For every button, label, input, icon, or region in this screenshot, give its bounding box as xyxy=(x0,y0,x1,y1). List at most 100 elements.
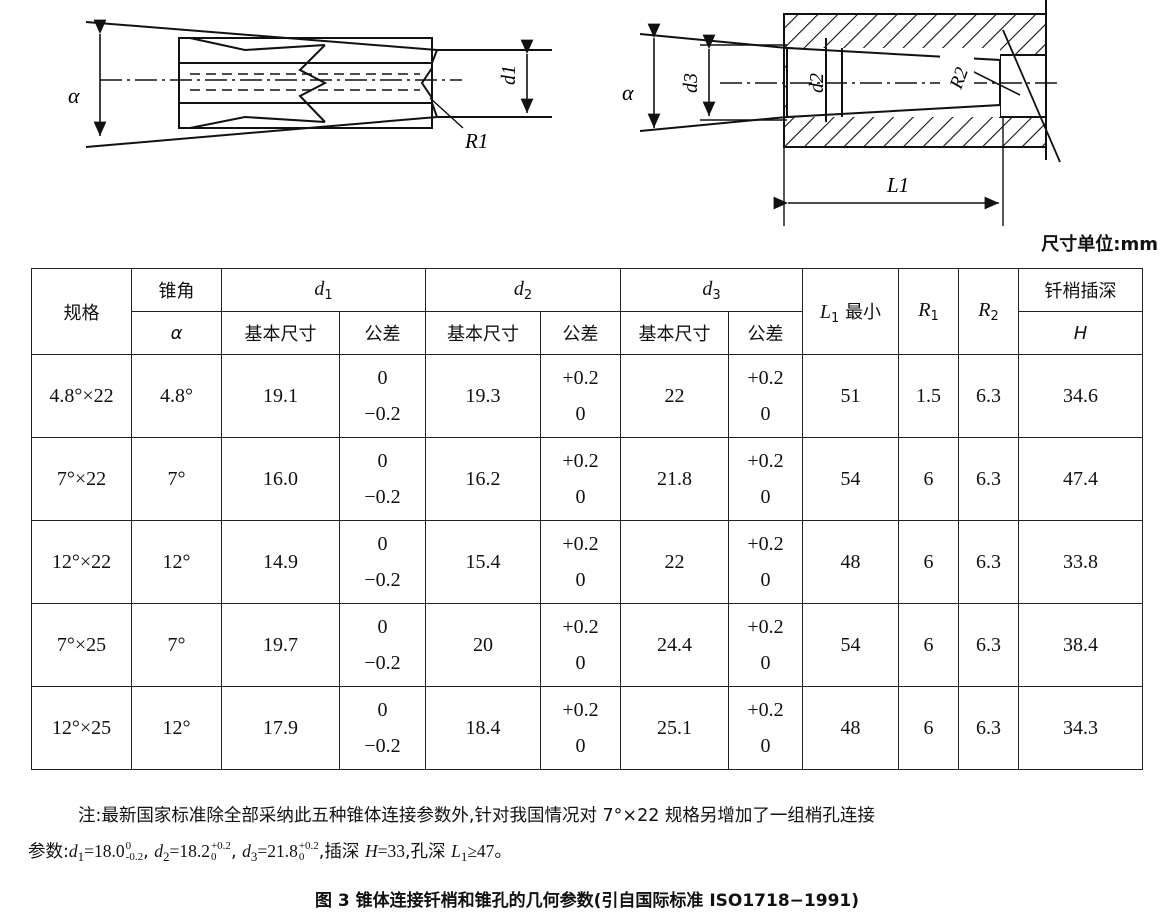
cell-alpha: 7° xyxy=(131,603,222,687)
tolerance-up: 0 xyxy=(377,367,388,389)
tolerance-low: −0.2 xyxy=(364,652,401,674)
tolerance-up: +0.2 xyxy=(747,616,784,638)
header-d1-sub: 1 xyxy=(324,287,333,303)
cell-r2: 6.3 xyxy=(958,603,1019,687)
cell-d2: 20 xyxy=(425,603,541,687)
cell-alpha: 12° xyxy=(131,686,222,770)
header-l1-sub: 1 xyxy=(831,310,840,326)
technical-drawing: α d1 R1 α d3 d2 R2 L1 xyxy=(68,0,1061,226)
cell-d1: 19.1 xyxy=(221,354,340,438)
cell-d1-tol: 0−0.2 xyxy=(339,354,426,438)
cell-r1: 1.5 xyxy=(898,354,959,438)
note-d2-label: d xyxy=(154,841,163,861)
cell-r1: 6 xyxy=(898,437,959,521)
header-r1: R1 xyxy=(898,268,959,355)
note-hole-text: ,孔深 xyxy=(404,842,452,862)
tolerance-pair: +0.2 0 xyxy=(729,609,802,681)
note-line-1: 注:最新国家标准除全部采纳此五种锥体连接参数外,针对我国情况对 7°×22 规格… xyxy=(78,806,875,826)
cell-r1: 6 xyxy=(898,603,959,687)
cell-h: 34.6 xyxy=(1018,354,1143,438)
tolerance-up: +0.2 xyxy=(562,367,599,389)
note-d2-sub: 2 xyxy=(162,849,170,864)
cell-h: 34.3 xyxy=(1018,686,1143,770)
tolerance-low: −0.2 xyxy=(364,735,401,757)
tolerance-up: 0 xyxy=(377,533,388,555)
cell-d3: 24.4 xyxy=(620,603,729,687)
header-r2-sub: 2 xyxy=(990,309,999,324)
header-d1: d1 xyxy=(221,268,426,312)
tolerance-low: 0 xyxy=(760,735,771,757)
tolerance-low: 0 xyxy=(760,569,771,591)
note-d3-tol-up: +0.2 xyxy=(298,840,319,852)
note-d2-tol-up: +0.2 xyxy=(210,840,231,852)
tolerance-low: 0 xyxy=(760,652,771,674)
cell-d1: 16.0 xyxy=(221,437,340,521)
tolerance-up: 0 xyxy=(377,616,388,638)
note-l-sub: 1 xyxy=(460,849,468,864)
cell-l1: 51 xyxy=(802,354,899,438)
header-r1-sub: 1 xyxy=(930,309,939,324)
cell-l1: 54 xyxy=(802,437,899,521)
header-d2: d2 xyxy=(425,268,621,312)
r2-label-bg xyxy=(940,52,974,94)
tolerance-low: −0.2 xyxy=(364,569,401,591)
d1-label: d1 xyxy=(498,65,520,85)
cell-d3: 22 xyxy=(620,354,729,438)
header-r2-letter: R xyxy=(978,299,991,321)
tolerance-up: +0.2 xyxy=(562,450,599,472)
cell-d1-tol: 0 −0.2 xyxy=(339,603,426,687)
cell-h: 38.4 xyxy=(1018,603,1143,687)
tolerance-pair: 0 −0.2 xyxy=(340,526,425,598)
cell-spec: 12°×25 xyxy=(31,686,132,770)
header-d3-tol: 公差 xyxy=(728,311,803,355)
header-spec: 规格 xyxy=(31,268,132,355)
cell-h: 47.4 xyxy=(1018,437,1143,521)
note-d1-tol: 0-0.2 xyxy=(126,841,143,863)
tolerance-up: +0.2 xyxy=(562,616,599,638)
tolerance-up: 0 xyxy=(377,450,388,472)
socket-drawing xyxy=(639,0,1061,226)
cell-d1: 14.9 xyxy=(221,520,340,604)
note-d1-label: d xyxy=(68,841,78,861)
tolerance-up: +0.2 xyxy=(562,533,599,555)
cell-d3: 25.1 xyxy=(620,686,729,770)
header-l1-text: 最小 xyxy=(845,301,882,323)
note-l-label: L xyxy=(451,841,461,861)
tolerance-up: +0.2 xyxy=(747,450,784,472)
note-d3-label: d xyxy=(242,841,251,861)
cell-alpha: 4.8° xyxy=(131,354,222,438)
header-l1-letter: L xyxy=(819,300,832,323)
header-alpha: α xyxy=(131,311,222,355)
cell-d2: 16.2 xyxy=(425,437,541,521)
units-label: 尺寸单位:mm xyxy=(1041,234,1158,255)
d3-label: d3 xyxy=(680,73,702,93)
header-d1-tol: 公差 xyxy=(339,311,426,355)
tolerance-low: 0 xyxy=(760,486,771,508)
cell-d2: 15.4 xyxy=(425,520,541,604)
note-insert-text: ,插深 xyxy=(318,842,365,862)
d2-label: d2 xyxy=(806,73,828,93)
header-cone-angle: 锥角 xyxy=(131,268,222,312)
cell-r2: 6.3 xyxy=(958,354,1019,438)
cell-r1: 6 xyxy=(898,520,959,604)
tolerance-low: 0 xyxy=(760,403,771,425)
cell-d1: 17.9 xyxy=(221,686,340,770)
tolerance-pair: 0 −0.2 xyxy=(340,609,425,681)
